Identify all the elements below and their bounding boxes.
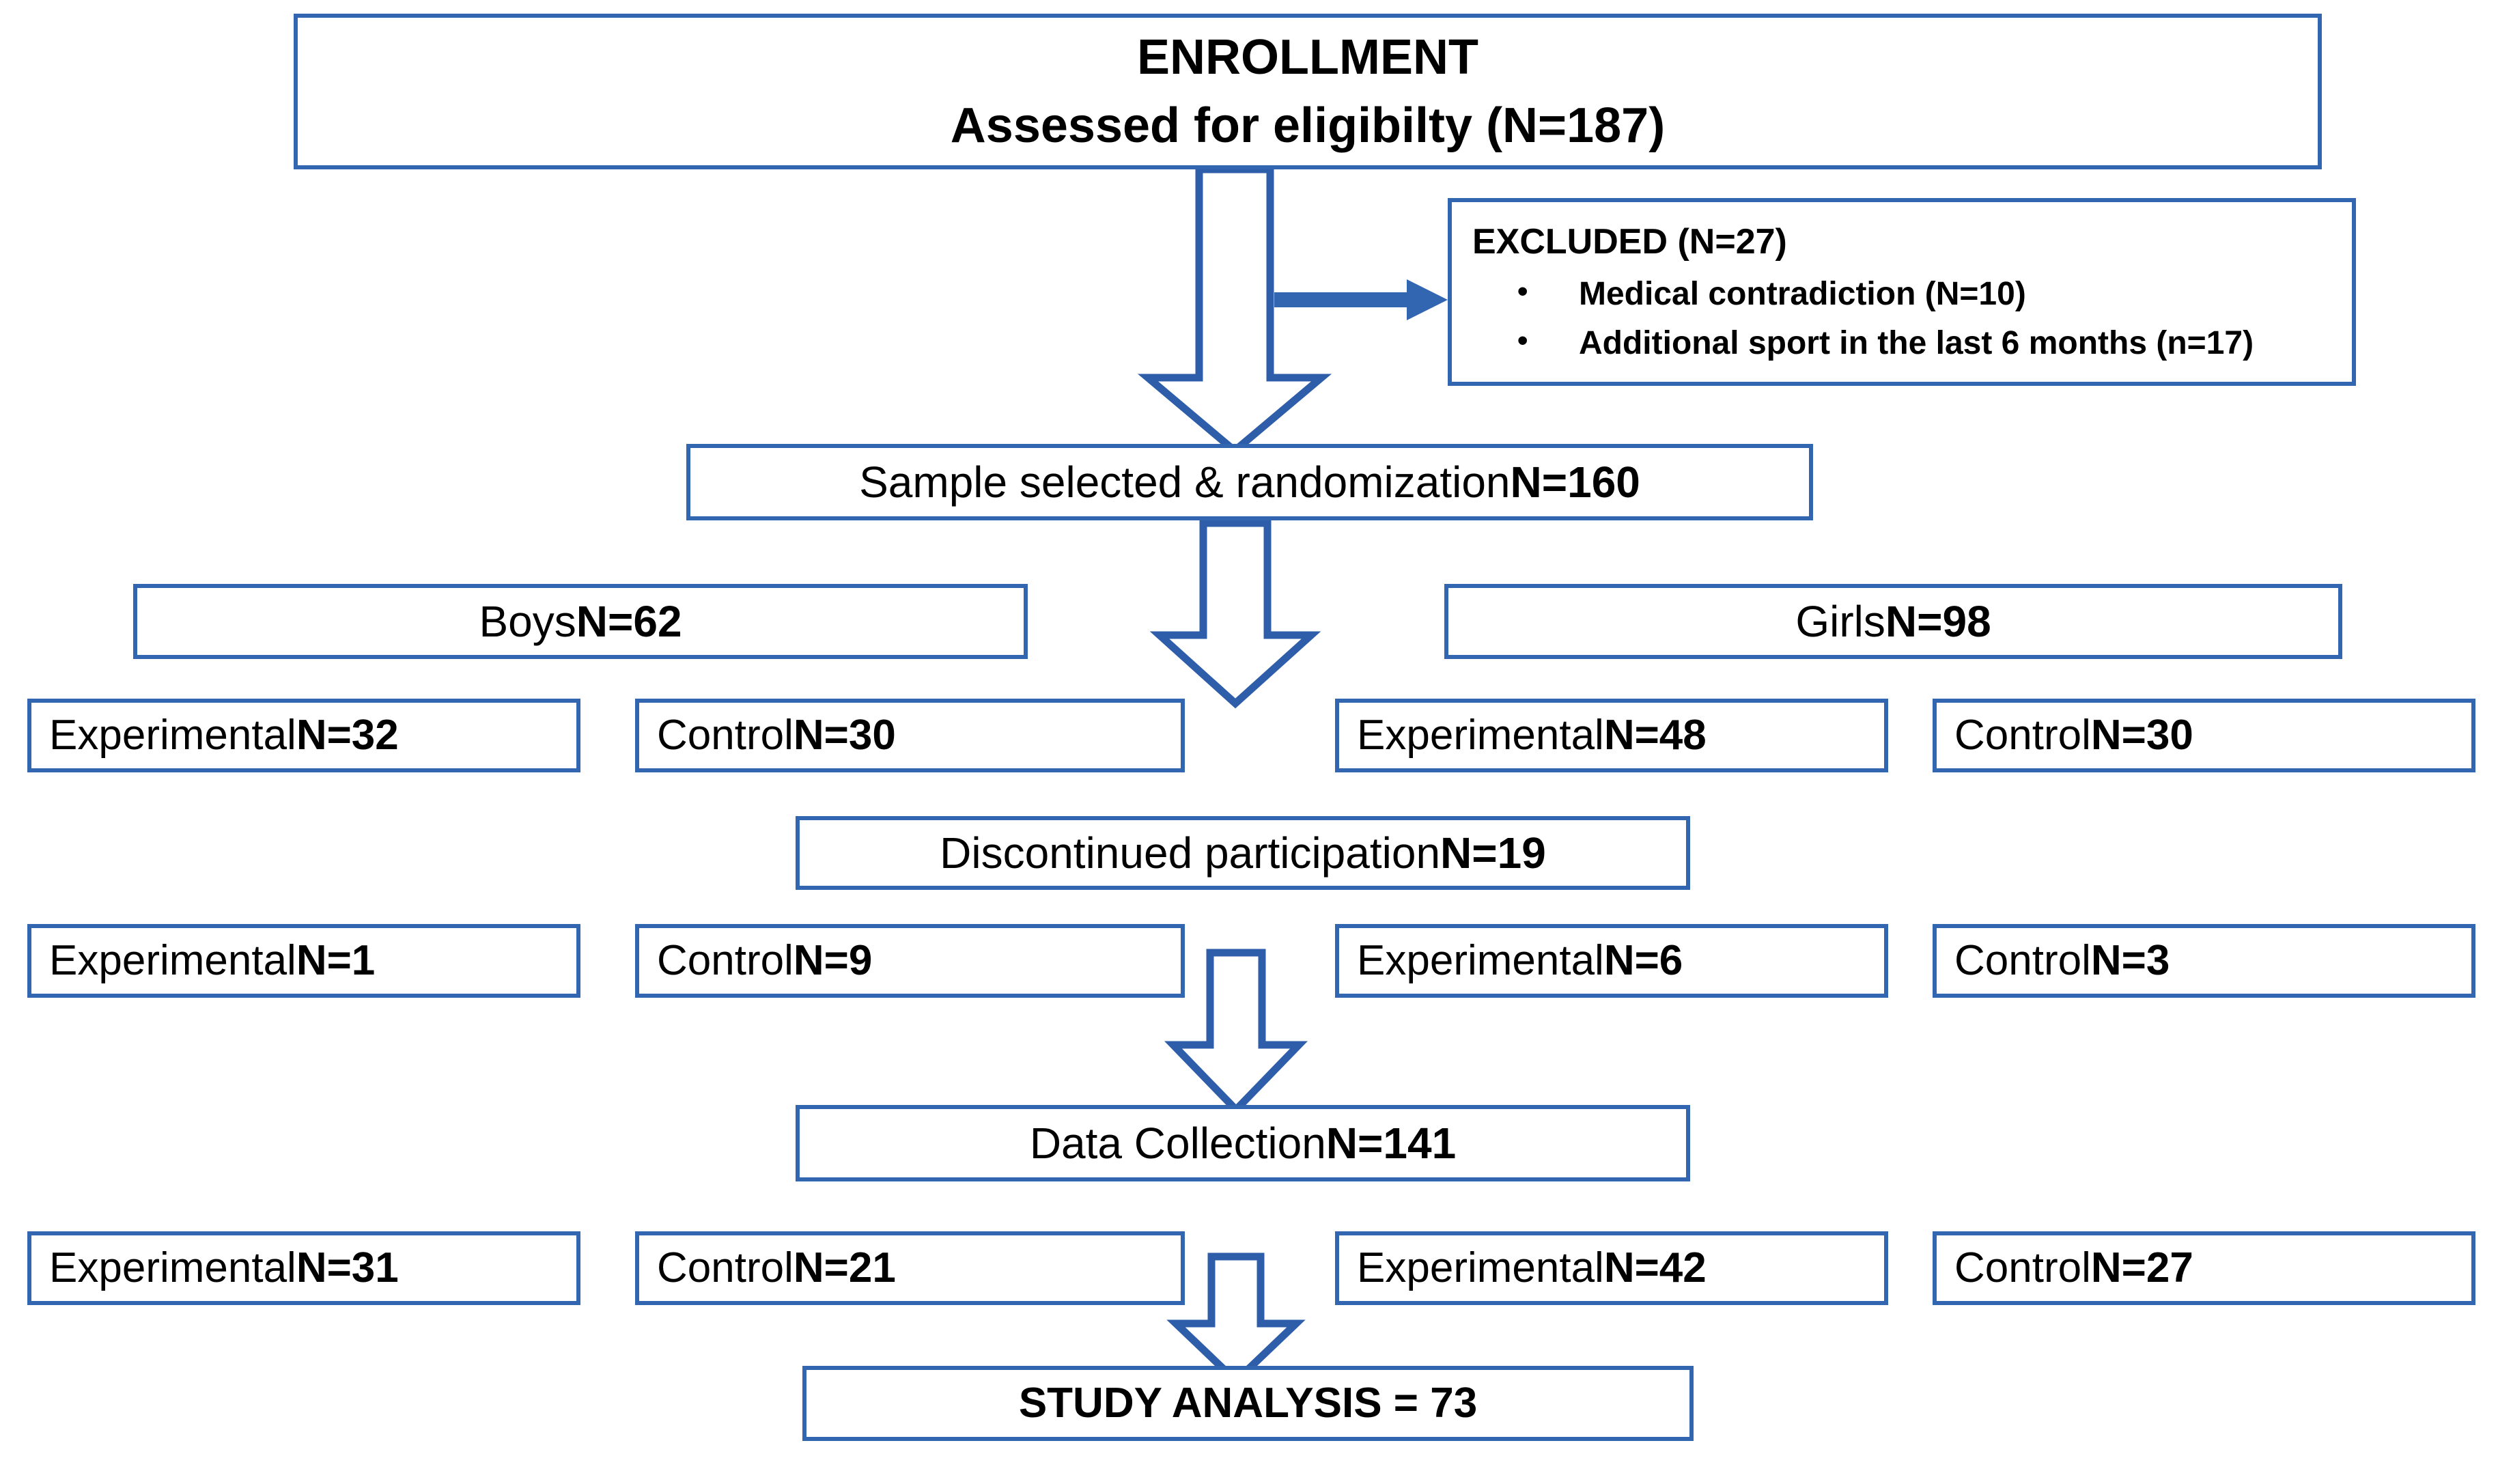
allocation-label: Control <box>1954 712 2091 759</box>
study-analysis-label: STUDY ANALYSIS = 73 <box>1018 1380 1478 1427</box>
enrollment-box: ENROLLMENT Assessed for eligibilty (N=18… <box>294 14 2322 169</box>
allocation-box-girls-control: Control N=30 <box>1933 699 2475 772</box>
collection-row-value: N=21 <box>793 1244 896 1292</box>
discontinued-value: N=19 <box>1440 828 1546 878</box>
data-collection-box: Data Collection N=141 <box>796 1105 1690 1181</box>
discontinued-label: Discontinued participation <box>940 828 1441 878</box>
discontinued-row-value: N=9 <box>793 937 873 985</box>
sample-randomization-box: Sample selected & randomization N=160 <box>686 444 1813 520</box>
allocation-box-boys-experimental: Experimental N=32 <box>27 699 580 772</box>
excluded-box: EXCLUDED (N=27) Medical contradiction (N… <box>1448 198 2356 386</box>
allocation-box-girls-experimental: Experimental N=48 <box>1335 699 1888 772</box>
collection-box-boys-experimental: Experimental N=31 <box>27 1231 580 1305</box>
discontinued-row-label: Control <box>657 937 794 985</box>
collection-box-boys-control: Control N=21 <box>635 1231 1185 1305</box>
excluded-reason-list: Medical contradiction (N=10) Additional … <box>1472 272 2254 364</box>
boys-value: N=62 <box>576 597 682 646</box>
allocation-value: N=48 <box>1603 712 1707 759</box>
discontinued-box-boys-control: Control N=9 <box>635 924 1185 998</box>
data-collection-label: Data Collection <box>1029 1119 1326 1168</box>
block-down-arrow-sample-to-allocation <box>1149 519 1321 709</box>
allocation-value: N=32 <box>296 712 399 759</box>
excluded-reason-item: Medical contradiction (N=10) <box>1517 272 2254 315</box>
girls-label: Girls <box>1795 597 1885 646</box>
allocation-value: N=30 <box>793 712 896 759</box>
discontinued-participation-box: Discontinued participation N=19 <box>796 816 1690 890</box>
discontinued-row-label: Control <box>1954 937 2091 985</box>
discontinued-row-label: Experimental <box>49 937 296 985</box>
allocation-value: N=30 <box>2090 712 2193 759</box>
collection-row-label: Control <box>1954 1244 2091 1292</box>
discontinued-row-value: N=3 <box>2090 937 2170 985</box>
girls-value: N=98 <box>1885 597 1991 646</box>
enrollment-subtitle: Assessed for eligibilty (N=187) <box>950 98 1666 153</box>
collection-row-value: N=31 <box>296 1244 399 1292</box>
collection-row-value: N=42 <box>1603 1244 1707 1292</box>
enrollment-title: ENROLLMENT <box>1137 30 1478 85</box>
girls-group-box: Girls N=98 <box>1444 584 2342 659</box>
collection-box-girls-experimental: Experimental N=42 <box>1335 1231 1888 1305</box>
collection-box-girls-control: Control N=27 <box>1933 1231 2475 1305</box>
block-down-arrow-collection-to-analysis <box>1166 1252 1306 1386</box>
line-right-arrow-to-excluded <box>1274 279 1448 320</box>
discontinued-box-girls-experimental: Experimental N=6 <box>1335 924 1888 998</box>
collection-row-label: Experimental <box>49 1244 296 1292</box>
study-analysis-box: STUDY ANALYSIS = 73 <box>802 1366 1694 1441</box>
collection-row-label: Experimental <box>1357 1244 1604 1292</box>
excluded-reason-item: Additional sport in the last 6 months (n… <box>1517 322 2254 364</box>
boys-group-box: Boys N=62 <box>133 584 1028 659</box>
allocation-box-boys-control: Control N=30 <box>635 699 1185 772</box>
boys-label: Boys <box>479 597 576 646</box>
discontinued-row-label: Experimental <box>1357 937 1604 985</box>
sample-value: N=160 <box>1510 458 1640 507</box>
block-down-arrow-enrollment-to-sample <box>1137 165 1332 456</box>
discontinued-box-boys-experimental: Experimental N=1 <box>27 924 580 998</box>
collection-row-label: Control <box>657 1244 794 1292</box>
sample-label: Sample selected & randomization <box>859 458 1511 507</box>
block-down-arrow-discontinued-to-collection <box>1164 949 1308 1115</box>
collection-row-value: N=27 <box>2090 1244 2193 1292</box>
data-collection-value: N=141 <box>1325 1119 1457 1168</box>
discontinued-box-girls-control: Control N=3 <box>1933 924 2475 998</box>
discontinued-row-value: N=1 <box>296 937 376 985</box>
allocation-label: Experimental <box>49 712 296 759</box>
discontinued-row-value: N=6 <box>1603 937 1683 985</box>
allocation-label: Experimental <box>1357 712 1604 759</box>
excluded-title: EXCLUDED (N=27) <box>1472 222 1787 262</box>
allocation-label: Control <box>657 712 794 759</box>
